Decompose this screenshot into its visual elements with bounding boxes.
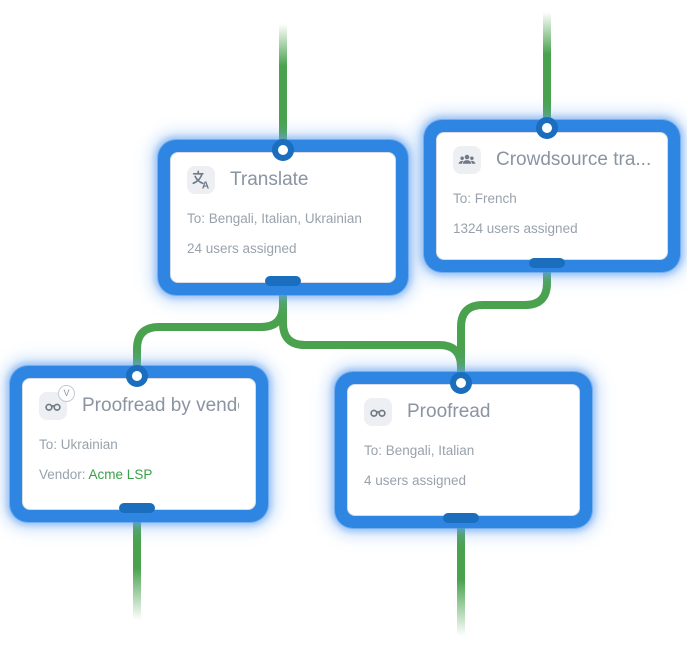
node-users-assigned: 24 users assigned <box>187 241 297 256</box>
output-port[interactable] <box>265 276 301 286</box>
input-port[interactable] <box>450 372 472 394</box>
node-card: A Translate To: Bengali, Italian, Ukrain… <box>170 152 396 283</box>
output-port[interactable] <box>529 258 565 268</box>
glasses-vendor-icon: V <box>39 385 75 420</box>
input-port[interactable] <box>126 365 148 387</box>
node-card: Crowdsource tra... To: French 1324 users… <box>436 132 668 260</box>
node-vendor-row: Vendor: Acme LSP <box>39 467 239 482</box>
node-target-languages: To: Bengali, Italian, Ukrainian <box>187 211 362 226</box>
node-target-languages: To: Bengali, Italian <box>364 443 475 458</box>
node-title: Crowdsource tra... <box>496 149 651 170</box>
svg-text:A: A <box>202 181 210 191</box>
node-card: Proofread To: Bengali, Italian 4 users a… <box>347 384 580 516</box>
translate-icon: A <box>187 166 215 194</box>
output-port[interactable] <box>443 513 479 523</box>
node-title: Translate <box>230 169 309 190</box>
node-target-languages: To: Ukrainian <box>39 437 118 452</box>
node-title: Proofread <box>407 401 491 422</box>
input-port[interactable] <box>272 139 294 161</box>
vendor-badge: V <box>58 385 75 402</box>
output-port[interactable] <box>119 503 155 513</box>
node-card: V Proofread by vendor To: Ukrainian Vend… <box>22 378 256 510</box>
input-port[interactable] <box>536 117 558 139</box>
glasses-icon <box>364 398 392 426</box>
node-users-assigned: 4 users assigned <box>364 473 467 488</box>
node-target-languages: To: French <box>453 191 517 206</box>
vendor-name-link[interactable]: Acme LSP <box>88 467 153 482</box>
node-title: Proofread by vendor <box>82 395 239 416</box>
node-proofread-by-vendor[interactable]: V Proofread by vendor To: Ukrainian Vend… <box>10 365 268 522</box>
node-translate[interactable]: A Translate To: Bengali, Italian, Ukrain… <box>158 139 408 295</box>
node-proofread[interactable]: Proofread To: Bengali, Italian 4 users a… <box>335 372 592 528</box>
node-crowdsource-translate[interactable]: Crowdsource tra... To: French 1324 users… <box>424 117 680 272</box>
edge-crowdsource-to-proofread <box>457 258 551 387</box>
vendor-label: Vendor: <box>39 467 89 482</box>
node-users-assigned: 1324 users assigned <box>453 221 578 236</box>
crowd-icon <box>453 146 481 174</box>
